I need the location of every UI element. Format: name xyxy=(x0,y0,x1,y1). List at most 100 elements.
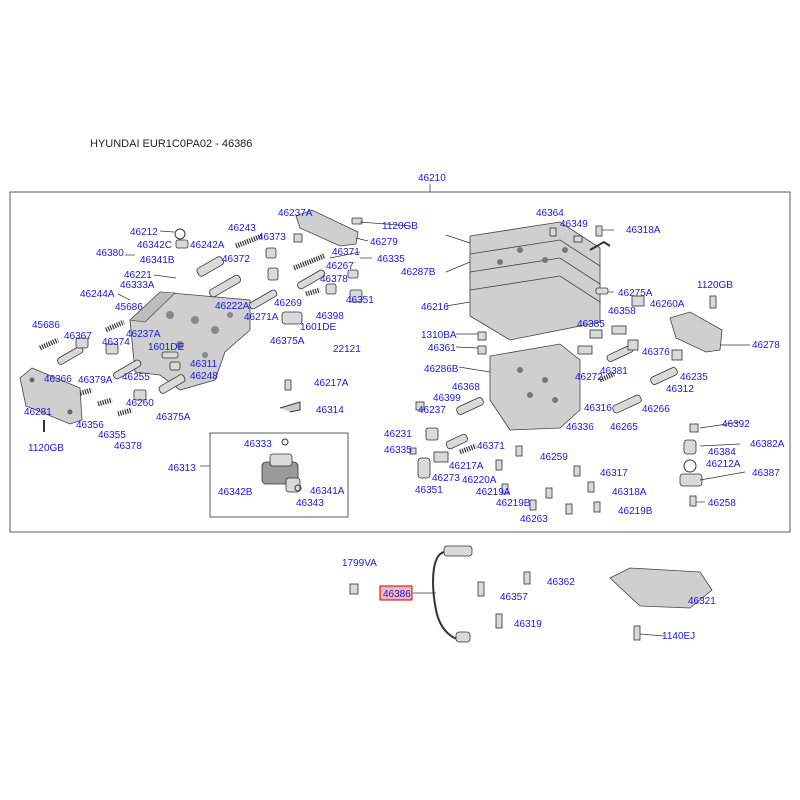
label-46366[interactable]: 46366 xyxy=(44,374,72,385)
label-46281[interactable]: 46281 xyxy=(24,407,52,418)
label-1120GB-right[interactable]: 1120GB xyxy=(697,280,733,291)
label-46219A[interactable]: 46219A xyxy=(476,487,511,498)
label-46267[interactable]: 46267 xyxy=(326,261,354,272)
label-46275A[interactable]: 46275A xyxy=(618,288,653,299)
label-46371-bot[interactable]: 46371 xyxy=(477,441,505,452)
label-46237A-top[interactable]: 46237A xyxy=(278,208,313,219)
label-46351-bot[interactable]: 46351 xyxy=(415,485,443,496)
label-46336[interactable]: 46336 xyxy=(566,422,594,433)
label-46318A-top[interactable]: 46318A xyxy=(626,225,661,236)
label-46259[interactable]: 46259 xyxy=(540,452,568,463)
label-46355[interactable]: 46355 xyxy=(98,430,126,441)
label-46318A-bot[interactable]: 46318A xyxy=(612,487,647,498)
label-46314[interactable]: 46314 xyxy=(316,405,344,416)
label-46319[interactable]: 46319 xyxy=(514,619,542,630)
label-46364[interactable]: 46364 xyxy=(536,208,564,219)
label-46378-bot[interactable]: 46378 xyxy=(114,441,142,452)
label-46210[interactable]: 46210 xyxy=(418,173,446,184)
label-46399[interactable]: 46399 xyxy=(433,393,461,404)
label-46375A-top[interactable]: 46375A xyxy=(270,336,305,347)
label-46237[interactable]: 46237 xyxy=(418,405,446,416)
label-46333A[interactable]: 46333A xyxy=(120,280,155,291)
label-46392[interactable]: 46392 xyxy=(722,419,750,430)
label-46312[interactable]: 46312 xyxy=(666,384,694,395)
label-46216[interactable]: 46216 xyxy=(421,302,449,313)
label-46376[interactable]: 46376 xyxy=(642,347,670,358)
label-46237A-mid[interactable]: 46237A xyxy=(126,329,161,340)
label-46333[interactable]: 46333 xyxy=(244,439,272,450)
label-22121[interactable]: 22121 xyxy=(333,344,361,355)
label-46380[interactable]: 46380 xyxy=(96,248,124,259)
label-46356[interactable]: 46356 xyxy=(76,420,104,431)
upper-valve-body-stack[interactable] xyxy=(469,221,601,341)
label-46316[interactable]: 46316 xyxy=(584,403,612,414)
label-46362[interactable]: 46362 xyxy=(547,577,575,588)
label-1140EJ[interactable]: 1140EJ xyxy=(662,631,695,642)
label-46375A-bot[interactable]: 46375A xyxy=(156,412,191,423)
label-46385[interactable]: 46385 xyxy=(577,319,605,330)
label-46371-top[interactable]: 46371 xyxy=(332,247,360,258)
label-1601DE-a[interactable]: 1601DE xyxy=(300,322,336,333)
label-46220A[interactable]: 46220A xyxy=(462,475,497,486)
label-46386[interactable]: 46386 xyxy=(383,589,411,600)
left-spool-valves[interactable] xyxy=(38,228,363,417)
label-46342B[interactable]: 46342B xyxy=(218,487,253,498)
label-46335-top[interactable]: 46335 xyxy=(377,254,405,265)
label-46235[interactable]: 46235 xyxy=(680,372,708,383)
label-46381[interactable]: 46381 xyxy=(600,366,628,377)
left-valve-body[interactable] xyxy=(129,291,251,391)
label-46244A[interactable]: 46244A xyxy=(80,289,115,300)
label-46260A[interactable]: 46260A xyxy=(650,299,685,310)
label-46313[interactable]: 46313 xyxy=(168,463,196,474)
label-45686-a[interactable]: 45686 xyxy=(115,302,143,313)
label-46374[interactable]: 46374 xyxy=(102,337,130,348)
label-45686-b[interactable]: 45686 xyxy=(32,320,60,331)
label-46321[interactable]: 46321 xyxy=(688,596,716,607)
label-46212A[interactable]: 46212A xyxy=(706,459,741,470)
label-46357[interactable]: 46357 xyxy=(500,592,528,603)
label-46279[interactable]: 46279 xyxy=(370,237,398,248)
label-46242A[interactable]: 46242A xyxy=(190,240,225,251)
label-46278[interactable]: 46278 xyxy=(752,340,780,351)
label-46272[interactable]: 46272 xyxy=(575,372,603,383)
label-46358[interactable]: 46358 xyxy=(608,306,636,317)
wiring-harness-46386[interactable] xyxy=(432,545,473,643)
label-46368[interactable]: 46368 xyxy=(452,382,480,393)
label-46379A[interactable]: 46379A xyxy=(78,375,113,386)
label-46335-bot[interactable]: 46335 xyxy=(384,445,412,456)
label-46311[interactable]: 46311 xyxy=(190,359,218,370)
label-46384[interactable]: 46384 xyxy=(708,447,736,458)
label-46217A-right[interactable]: 46217A xyxy=(449,461,484,472)
label-46219B-a[interactable]: 46219B xyxy=(496,498,531,509)
label-46317[interactable]: 46317 xyxy=(600,468,628,479)
label-46387[interactable]: 46387 xyxy=(752,468,780,479)
label-1310BA[interactable]: 1310BA xyxy=(421,330,457,341)
label-46343[interactable]: 46343 xyxy=(296,498,324,509)
label-46349[interactable]: 46349 xyxy=(560,219,588,230)
label-46271A[interactable]: 46271A xyxy=(244,312,279,323)
label-1601DE-b[interactable]: 1601DE xyxy=(148,342,184,353)
label-46221[interactable]: 46221 xyxy=(124,270,152,281)
label-46382A[interactable]: 46382A xyxy=(750,439,785,450)
label-46398[interactable]: 46398 xyxy=(316,311,344,322)
label-1120GB-left[interactable]: 1120GB xyxy=(28,443,64,454)
label-46265[interactable]: 46265 xyxy=(610,422,638,433)
lower-valve-body[interactable] xyxy=(489,343,581,431)
oil-filter-46321[interactable] xyxy=(609,567,713,609)
label-46378-top[interactable]: 46378 xyxy=(320,274,348,285)
label-46287B[interactable]: 46287B xyxy=(401,267,436,278)
label-46266[interactable]: 46266 xyxy=(642,404,670,415)
solenoid-46313[interactable] xyxy=(261,438,302,493)
label-46217A-left[interactable]: 46217A xyxy=(314,378,349,389)
label-46263[interactable]: 46263 xyxy=(520,514,548,525)
plate-46279[interactable] xyxy=(295,209,359,247)
label-46341A[interactable]: 46341A xyxy=(310,486,345,497)
label-46372[interactable]: 46372 xyxy=(222,254,250,265)
label-46361[interactable]: 46361 xyxy=(428,343,456,354)
label-1799VA[interactable]: 1799VA xyxy=(342,558,377,569)
label-46219B-b[interactable]: 46219B xyxy=(618,506,653,517)
label-46373[interactable]: 46373 xyxy=(258,232,286,243)
label-46351-top[interactable]: 46351 xyxy=(346,295,374,306)
label-46341B[interactable]: 46341B xyxy=(140,255,175,266)
label-46342C[interactable]: 46342C xyxy=(137,240,172,251)
